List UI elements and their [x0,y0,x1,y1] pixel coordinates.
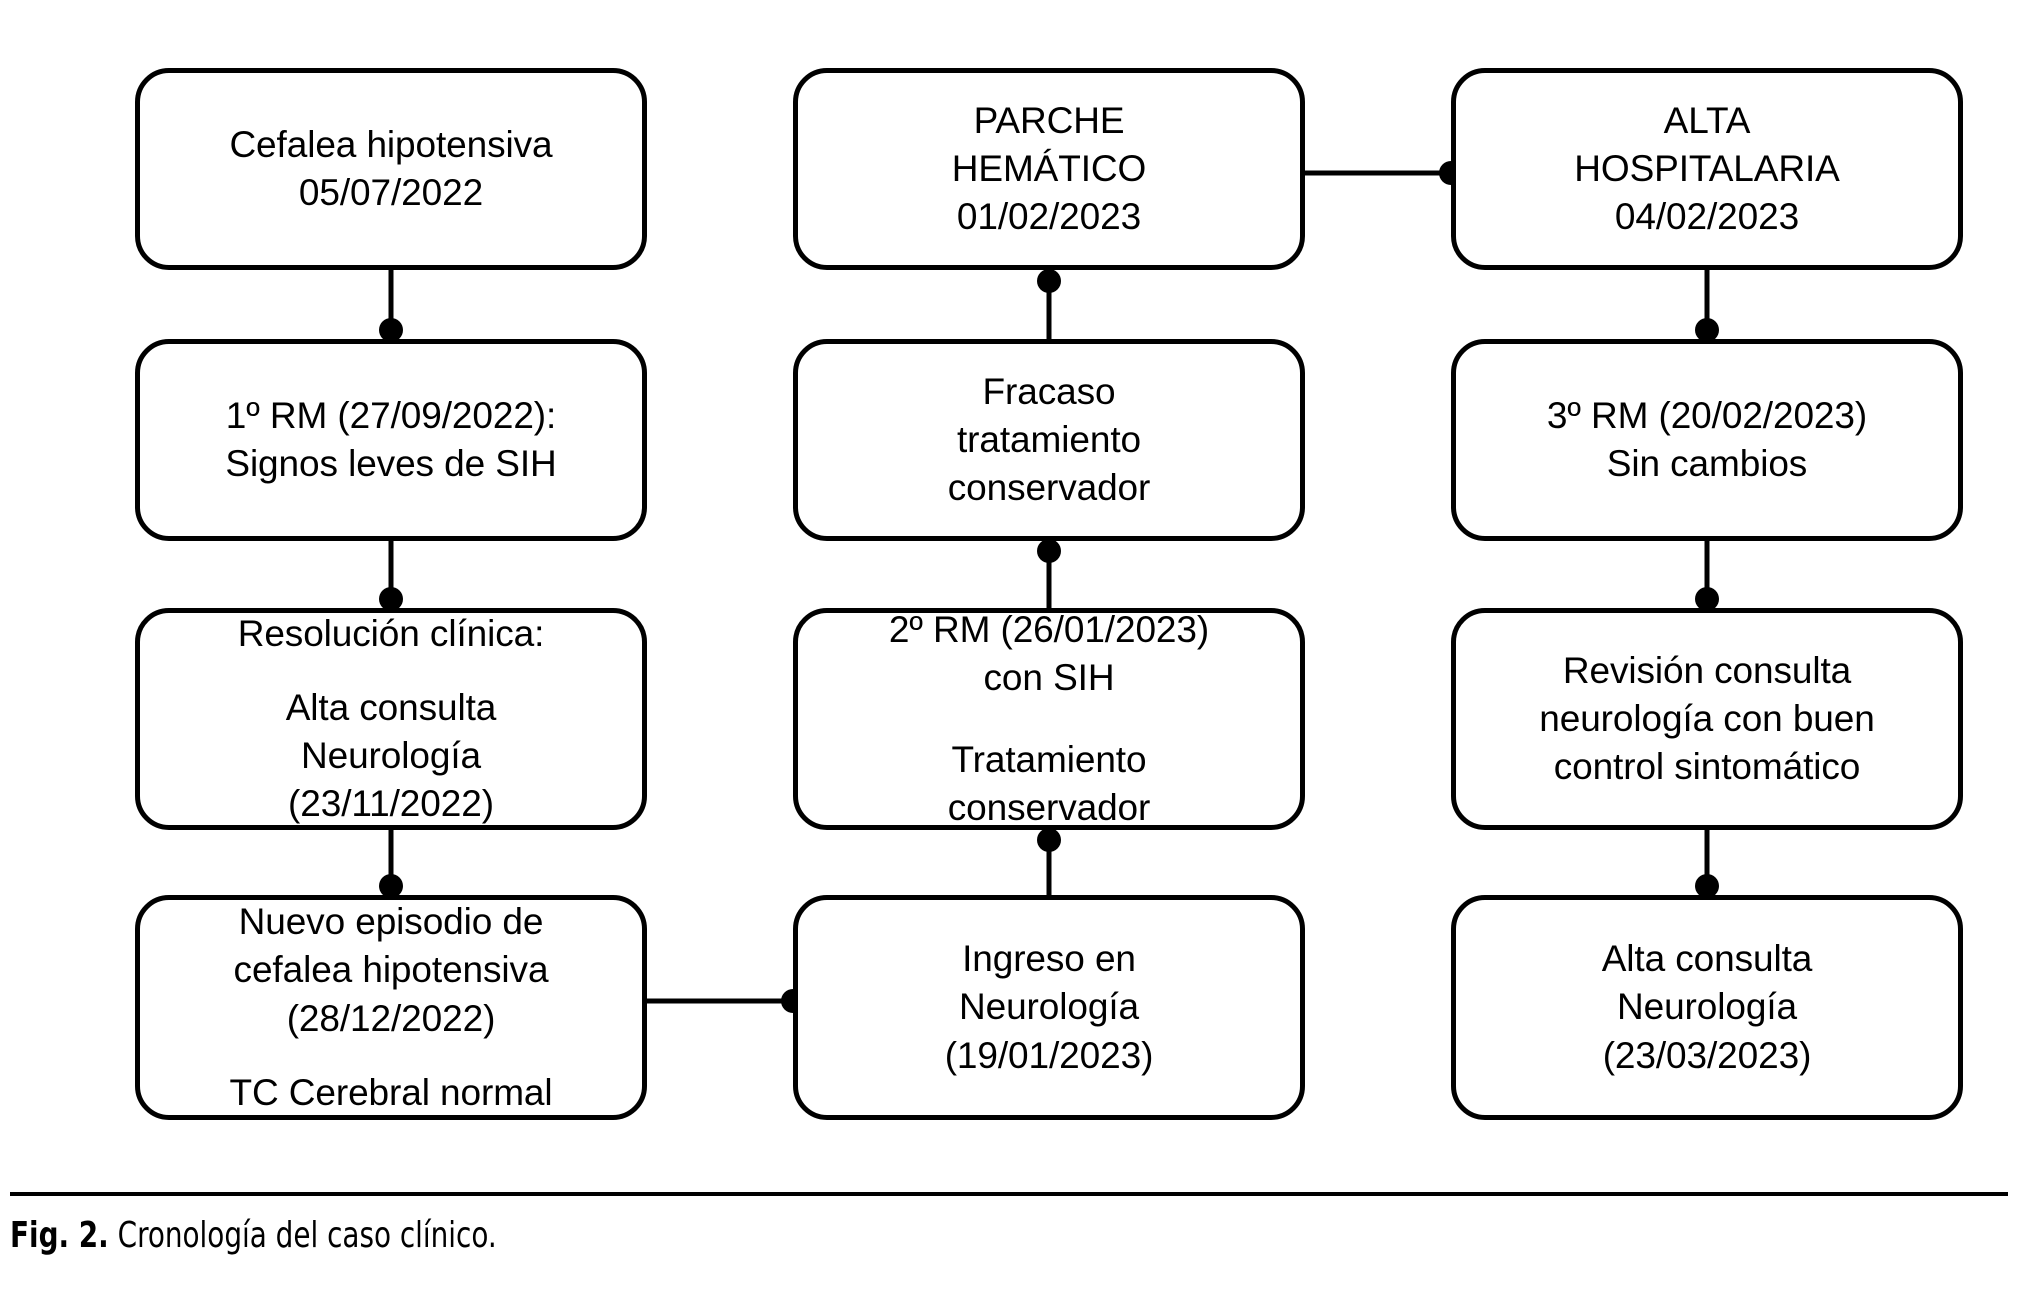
node-line: conservador [947,467,1151,509]
node-line: conservador [947,787,1151,829]
edge-n11-n12 [1695,830,1719,898]
node-line: PARCHE [973,99,1125,141]
node-line: ALTA [1663,99,1751,141]
node-line: HOSPITALARIA [1574,147,1840,189]
node-line: (19/01/2023) [944,1034,1154,1076]
node-line: Nuevo episodio de [238,901,544,943]
flow-node-revision-consulta[interactable]: Revisión consulta neurología con buen co… [1451,608,1963,830]
flow-node-alta-hospitalaria[interactable]: ALTA HOSPITALARIA 04/02/2023 [1451,68,1963,270]
node-line: (23/03/2023) [1602,1034,1812,1076]
node-line: (28/12/2022) [286,997,496,1039]
node-line: cefalea hipotensiva [233,949,549,991]
node-line: Neurología [1616,986,1797,1028]
node-line: 2º RM (26/01/2023) [888,608,1210,650]
node-line: Signos leves de SIH [225,443,557,484]
edge-n5-n9 [1305,161,1463,185]
node-line: Fracaso [982,370,1116,412]
flow-node-ingreso-neurologia[interactable]: Ingreso en Neurología (19/01/2023) [793,895,1305,1120]
node-line: neurología con buen [1539,697,1875,739]
node-line: Sin cambios [1606,443,1808,484]
flow-node-tercera-rm[interactable]: 3º RM (20/02/2023) Sin cambios [1451,339,1963,541]
edge-n8-n7 [1037,828,1061,895]
node-line: 01/02/2023 [956,196,1142,238]
flow-node-parche-hematico[interactable]: PARCHE HEMÁTICO 01/02/2023 [793,68,1305,270]
node-line: HEMÁTICO [951,147,1147,189]
flow-node-nuevo-episodio[interactable]: Nuevo episodio de cefalea hipotensiva (2… [135,895,647,1120]
edge-n6-n5 [1037,269,1061,339]
edge-n2-n3 [379,541,403,611]
node-line: 3º RM (20/02/2023) [1546,394,1868,436]
flow-node-segunda-rm[interactable]: 2º RM (26/01/2023) con SIH Tratamiento c… [793,608,1305,830]
edge-n10-n11 [1695,541,1719,611]
node-line: 04/02/2023 [1614,196,1800,238]
node-line: 05/07/2022 [298,172,484,213]
node-line: Alta consulta [1601,938,1813,980]
node-line: Cefalea hipotensiva [229,123,553,165]
node-line: Alta consulta [285,686,497,728]
flow-node-cefalea-hipotensiva[interactable]: Cefalea hipotensiva 05/07/2022 [135,68,647,270]
flow-node-primera-rm[interactable]: 1º RM (27/09/2022): Signos leves de SIH [135,339,647,541]
node-line: TC Cerebral normal [229,1071,553,1113]
node-line: con SIH [983,656,1115,698]
figure-caption-label: Fig. 2. [10,1215,109,1256]
node-line: (23/11/2022) [288,783,494,825]
node-line: control sintomático [1553,746,1861,788]
flow-node-resolucion-clinica[interactable]: Resolución clínica: Alta consulta Neurol… [135,608,647,830]
node-line: Ingreso en [962,938,1136,980]
node-line: Resolución clínica: [237,612,545,654]
node-line: Revisión consulta [1562,649,1852,691]
flow-node-fracaso-tratamiento[interactable]: Fracaso tratamiento conservador [793,339,1305,541]
figure-caption: Fig. 2. Cronología del caso clínico. [10,1214,1300,1257]
figure-caption-text: Cronología del caso clínico. [117,1215,497,1256]
edge-n1-n2 [379,270,403,342]
node-line: Neurología [958,986,1139,1028]
edge-n9-n10 [1695,270,1719,342]
edge-n7-n6 [1037,539,1061,608]
edge-n4-n8 [647,989,805,1013]
edge-n3-n4 [379,830,403,898]
node-line: 1º RM (27/09/2022): [225,394,557,436]
flow-node-alta-consulta-final[interactable]: Alta consulta Neurología (23/03/2023) [1451,895,1963,1120]
node-line: Tratamiento [951,739,1147,780]
node-line: tratamiento [957,418,1141,460]
caption-divider [10,1192,2008,1196]
node-line: Neurología [300,735,481,776]
